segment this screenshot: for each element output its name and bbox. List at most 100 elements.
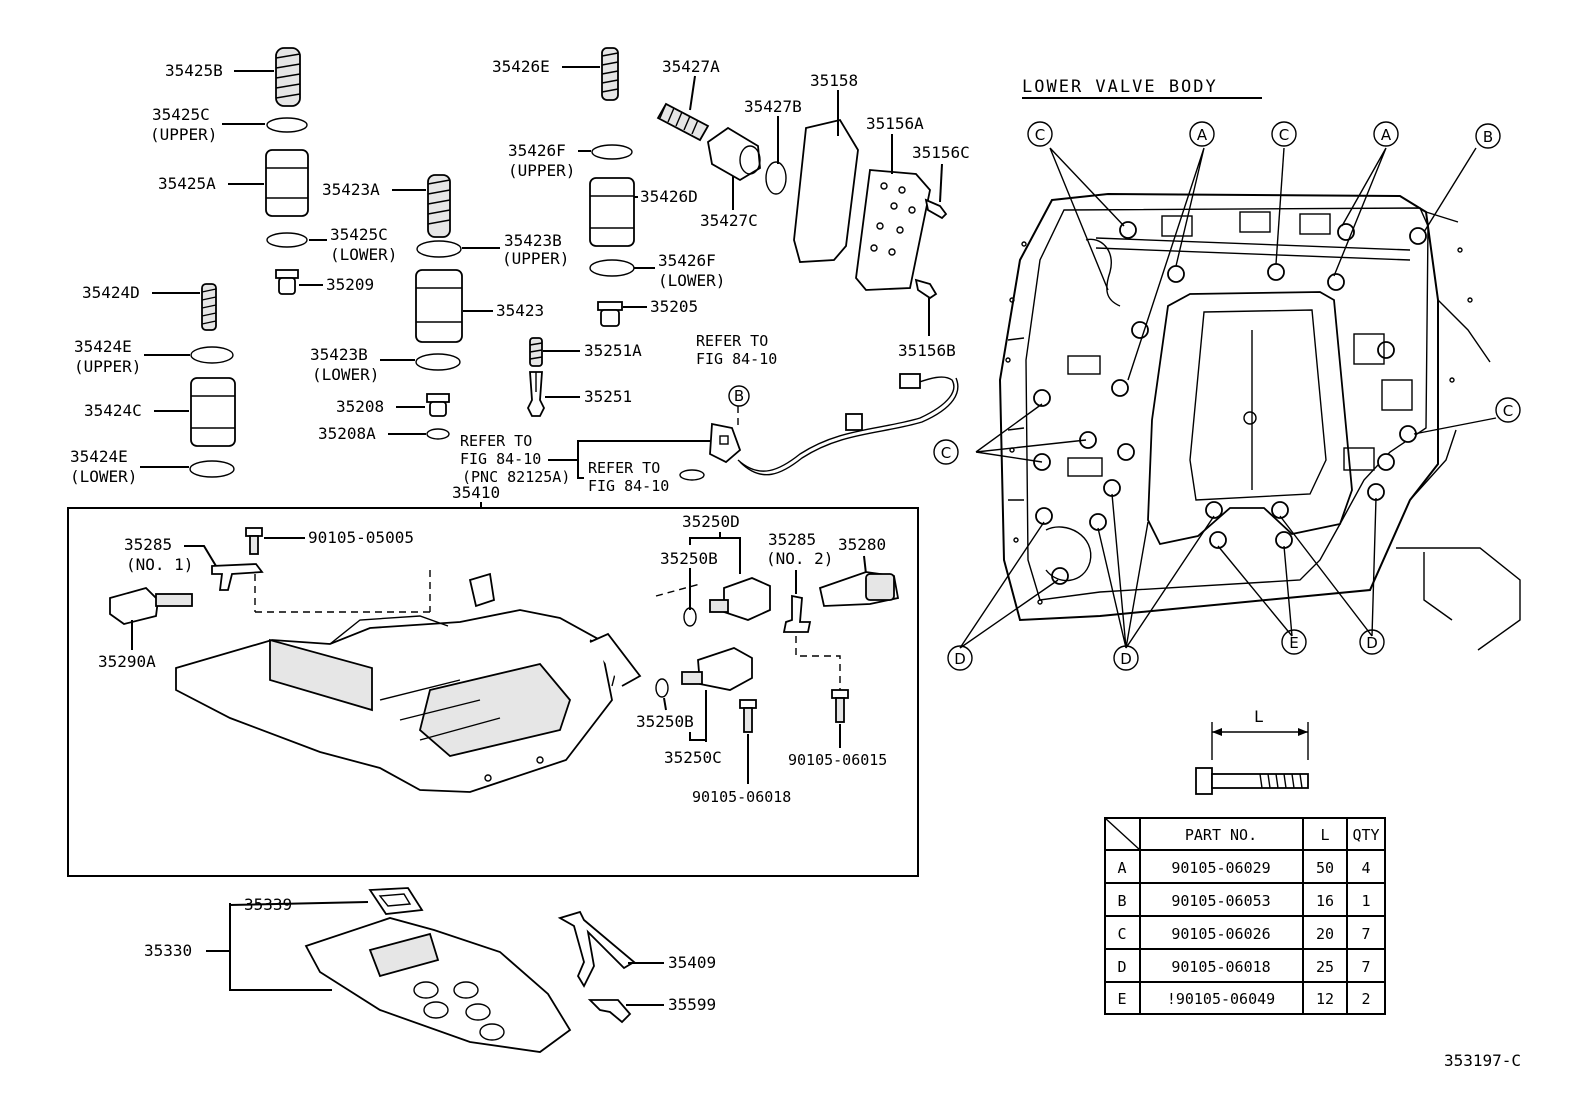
plug-35208 xyxy=(426,393,450,417)
label-35426D: 35426D xyxy=(640,187,698,206)
label-35425A: 35425A xyxy=(158,174,216,193)
spring-35426E xyxy=(601,47,619,101)
label-35599: 35599 xyxy=(668,995,716,1014)
label-35427A: 35427A xyxy=(662,57,720,76)
table-cell-r2-c0: C xyxy=(1117,925,1126,943)
label-35426E: 35426E xyxy=(492,57,550,76)
table-cell-r4-c3: 2 xyxy=(1361,990,1370,1008)
sleeve-35424C xyxy=(190,377,236,447)
label-35410: 35410 xyxy=(452,483,500,502)
plate-35156A xyxy=(855,169,931,291)
bracket-35599 xyxy=(587,999,632,1024)
label-35250D: 35250D xyxy=(682,512,740,531)
spring-35424D xyxy=(201,283,217,331)
callout-c10: E xyxy=(1289,634,1298,652)
spring-35425B xyxy=(275,47,301,107)
table-cell-r2-c3: 7 xyxy=(1361,925,1370,943)
bolt-90105-05005 xyxy=(245,527,263,555)
label-35250C: 35250C xyxy=(664,748,722,767)
callout-c9: D xyxy=(1120,650,1132,668)
label-35424D: 35424D xyxy=(82,283,140,302)
label-35330: 35330 xyxy=(144,941,192,960)
oring-35424E-lower xyxy=(189,460,235,478)
table-cell-r3-c3: 7 xyxy=(1361,958,1370,976)
note-35423B-lower: (LOWER) xyxy=(312,365,379,384)
bolt-callouts: C A C A B C C D D E D xyxy=(933,121,1521,671)
callout-c8: D xyxy=(954,650,966,668)
bolt-table: PART NO. L QTY A 90105-06029 50 4 B 9010… xyxy=(1104,817,1386,1015)
sleeve-35425A xyxy=(265,149,309,217)
note-35425C-upper: (UPPER) xyxy=(150,125,217,144)
label-35423: 35423 xyxy=(496,301,544,320)
label-35251: 35251 xyxy=(584,387,632,406)
table-cell-r1-c3: 1 xyxy=(1361,892,1370,910)
note-35426F-lower: (LOWER) xyxy=(658,271,725,290)
table-cell-r0-c2: 50 xyxy=(1316,859,1334,877)
strainer-35330 xyxy=(304,917,572,1053)
callout-c1: C xyxy=(1035,126,1045,144)
note-35285-no1: (NO. 1) xyxy=(126,555,193,574)
table-cell-r1-c0: B xyxy=(1117,892,1126,910)
section-title: LOWER VALVE BODY xyxy=(1022,77,1218,97)
label-35423B-upper: 35423B xyxy=(504,231,562,250)
bolt-35156C xyxy=(924,198,948,220)
callout-c6: C xyxy=(1503,402,1513,420)
plug-35209 xyxy=(275,269,299,295)
label-35208A: 35208A xyxy=(318,424,376,443)
refer-note-1-line2: FIG 84-10 xyxy=(696,350,777,368)
note-35424E-lower: (LOWER) xyxy=(70,467,137,486)
gasket-35339 xyxy=(368,887,424,915)
label-90105-06018: 90105-06018 xyxy=(692,788,791,806)
callout-c7: C xyxy=(941,444,951,462)
label-35209: 35209 xyxy=(326,275,374,294)
sleeve-35426D xyxy=(589,177,635,247)
valve-body-assembly-box xyxy=(67,507,919,877)
oring-35423B-lower xyxy=(415,353,461,371)
table-header-qty: QTY xyxy=(1352,826,1379,844)
valve-body-35410 xyxy=(175,572,642,793)
bolt-35156B xyxy=(914,278,938,300)
label-35250B-lower: 35250B xyxy=(636,712,694,731)
table-cell-r4-c2: 12 xyxy=(1316,990,1334,1008)
label-35425C-lower: 35425C xyxy=(330,225,388,244)
table-cell-r3-c0: D xyxy=(1117,958,1126,976)
plunger-35427C xyxy=(707,126,761,182)
label-35424E-upper: 35424E xyxy=(74,337,132,356)
label-35426F-lower: 35426F xyxy=(658,251,716,270)
plate-35158 xyxy=(793,118,859,263)
refer-note-3-line1: REFER TO xyxy=(588,459,660,477)
bolt-dimension-illustration xyxy=(1195,722,1309,795)
wire-harness xyxy=(709,373,959,476)
sleeve-35423 xyxy=(415,269,463,343)
label-35156B: 35156B xyxy=(898,341,956,360)
callout-c2: A xyxy=(1197,126,1208,144)
dimension-L: L xyxy=(1254,707,1264,726)
note-35423B-upper: (UPPER) xyxy=(502,249,569,268)
callout-c3: C xyxy=(1279,126,1289,144)
label-35156A: 35156A xyxy=(866,114,924,133)
label-35424C: 35424C xyxy=(84,401,142,420)
oring-35425C-lower xyxy=(266,232,308,248)
label-35285-no2: 35285 xyxy=(768,530,816,549)
table-cell-r2-c2: 20 xyxy=(1316,925,1334,943)
oring-35424E-upper xyxy=(190,346,234,364)
lower-valve-body-view xyxy=(998,192,1521,651)
label-35426F-upper: 35426F xyxy=(508,141,566,160)
label-90105-05005: 90105-05005 xyxy=(308,528,414,547)
oring-refer-3 xyxy=(679,469,705,481)
refer-note-2-line2: FIG 84-10 xyxy=(460,450,541,468)
refer-note-2-line3: (PNC 82125A) xyxy=(462,468,570,486)
oring-35250B-lower xyxy=(655,678,669,698)
label-35425B: 35425B xyxy=(165,61,223,80)
table-header-l: L xyxy=(1320,826,1329,844)
label-35423A: 35423A xyxy=(322,180,380,199)
oring-35208A xyxy=(426,428,450,440)
label-35423B-lower: 35423B xyxy=(310,345,368,364)
note-35426F-upper: (UPPER) xyxy=(508,161,575,180)
label-35280: 35280 xyxy=(838,535,886,554)
label-35250B-upper: 35250B xyxy=(660,549,718,568)
note-35285-no2: (NO. 2) xyxy=(766,549,833,568)
oring-35423B-upper xyxy=(416,240,462,258)
